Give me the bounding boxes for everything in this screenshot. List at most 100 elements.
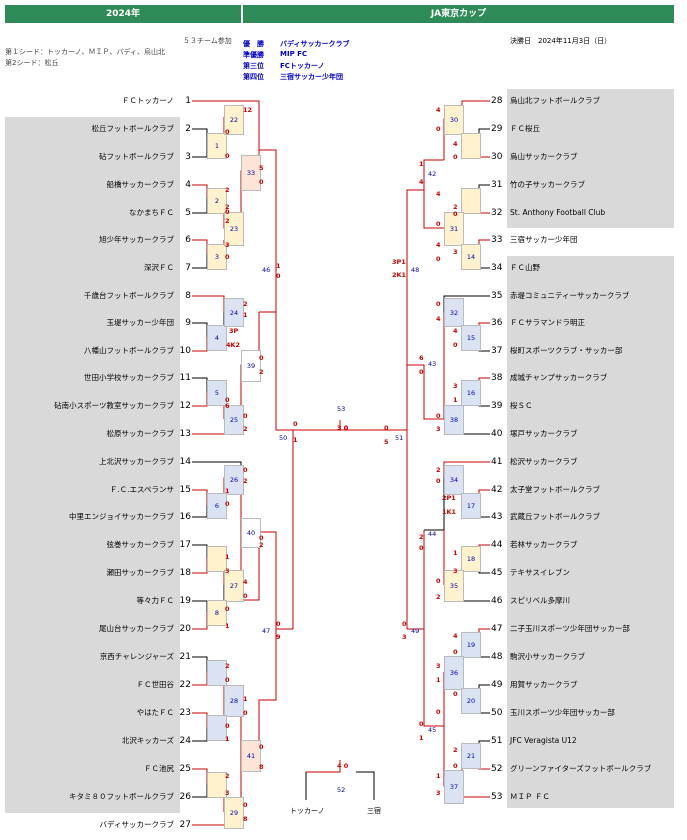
game-box-34: 34 xyxy=(444,465,464,495)
score: 0 xyxy=(436,255,441,263)
score: 3 xyxy=(436,789,441,797)
bracket-line xyxy=(259,531,293,630)
score: 0 xyxy=(453,648,458,656)
left-team-name: 世田小学校サッカークラブ xyxy=(84,373,174,382)
right-team-number: 30 xyxy=(491,152,503,162)
result-rank-1: 優 勝 xyxy=(243,40,264,48)
score: 9 xyxy=(276,633,281,641)
left-team-name: 八幡山フットボールクラブ xyxy=(84,346,174,355)
right-team-name: 烏山北フットボールクラブ xyxy=(510,96,600,105)
score: 6 xyxy=(225,402,230,410)
bracket-line xyxy=(275,268,293,431)
left-team-number: 12 xyxy=(179,401,191,411)
left-team-number: 15 xyxy=(179,485,191,495)
score: 0 xyxy=(225,605,230,613)
score: 0 xyxy=(276,272,281,280)
bracket-line xyxy=(192,612,208,630)
score: 0 xyxy=(453,210,458,218)
right-team-name: 桜町スポーツクラブ・サッカー部 xyxy=(510,346,623,355)
score: 0 xyxy=(225,253,230,261)
right-team-number: 53 xyxy=(491,792,503,802)
game-box-18: 18 xyxy=(461,546,481,572)
game-box-30: 30 xyxy=(444,105,464,135)
right-team-name: 玉川スポーツ少年団サッカー部 xyxy=(510,708,615,717)
game-box-5: 5 xyxy=(207,380,227,406)
right-team-number: 48 xyxy=(491,652,503,662)
right-team-number: 36 xyxy=(491,318,503,328)
game-box-17: 17 xyxy=(461,493,481,519)
score: 1 xyxy=(225,735,230,743)
score: 0 xyxy=(243,709,248,717)
score: 4 xyxy=(436,106,441,114)
right-team-name: 駒沢小サッカークラブ xyxy=(510,652,585,661)
left-team-number: 5 xyxy=(185,208,191,218)
score: 0 xyxy=(419,720,424,728)
game-box-38: 38 xyxy=(444,405,464,435)
right-team-number: 32 xyxy=(491,208,503,218)
right-team-number: 37 xyxy=(491,346,503,356)
game-num-49: 49 xyxy=(411,627,420,635)
right-team-name: 用賀サッカークラブ xyxy=(510,680,578,689)
right-team-number: 35 xyxy=(491,291,503,301)
left-team-name: ＦＣ池尻 xyxy=(144,764,174,773)
bracket-line xyxy=(192,239,208,254)
score: 2 xyxy=(225,203,230,211)
right-team-name: 桜ＳＣ xyxy=(510,401,533,410)
score: 2 xyxy=(453,746,458,754)
score: 0 xyxy=(259,743,264,751)
left-team-name: 砧フットボールクラブ xyxy=(99,152,174,161)
bracket-line xyxy=(192,254,208,269)
right-team-number: 50 xyxy=(491,708,503,718)
score: 4 xyxy=(436,190,441,198)
score: 3P xyxy=(229,327,239,335)
game-box-3: 3 xyxy=(207,244,227,270)
right-team-name: グリーンファイターズフットボールクラブ xyxy=(510,764,652,773)
score: 2 xyxy=(225,186,230,194)
left-team-name: キタミ８０フットボールクラブ xyxy=(69,792,174,801)
game-box-10 xyxy=(207,715,227,741)
left-team-number: 6 xyxy=(185,235,191,245)
bracket-line xyxy=(192,377,208,392)
score: 2 xyxy=(243,477,248,485)
score: 3 xyxy=(453,248,458,256)
right-team-number: 41 xyxy=(491,457,503,467)
right-team-number: 39 xyxy=(491,401,503,411)
score: 3 xyxy=(436,425,441,433)
score: 4 xyxy=(436,241,441,249)
score: 1 xyxy=(436,772,441,780)
right-team-number: 38 xyxy=(491,373,503,383)
game-box-6: 6 xyxy=(207,493,227,519)
score: 0 xyxy=(259,354,264,362)
right-team-number: 51 xyxy=(491,736,503,746)
left-team-number: 11 xyxy=(179,373,191,383)
score: 0 xyxy=(453,153,458,161)
year-header: 2024年 xyxy=(5,5,241,23)
score: 2 xyxy=(436,466,441,474)
game-box-16: 16 xyxy=(461,380,481,406)
score: 5 xyxy=(259,164,264,172)
left-team-number: 24 xyxy=(179,736,191,746)
left-team-number: 2 xyxy=(185,124,191,134)
score: 4K2 xyxy=(226,341,241,349)
game-num-50: 50 xyxy=(279,434,288,442)
right-team-number: 44 xyxy=(491,540,503,550)
game-box-33: 33 xyxy=(241,155,261,191)
bracket-line xyxy=(192,505,208,518)
game-num-45: 45 xyxy=(428,726,437,734)
left-team-name: 松丘フットボールクラブ xyxy=(91,124,175,133)
score: 0 xyxy=(453,690,458,698)
right-team-name: 若林サッカークラブ xyxy=(510,540,578,549)
left-team-name: 玉堤サッカー少年団 xyxy=(106,318,175,327)
game-box-37: 37 xyxy=(444,770,464,804)
seed-note-2: 第2シード：松丘 xyxy=(5,59,59,67)
score: 0 xyxy=(243,801,248,809)
result-rank-4: 第四位 xyxy=(243,73,264,81)
score: 2 xyxy=(225,217,230,225)
score: 2 xyxy=(259,541,264,549)
bracket-line xyxy=(390,268,408,431)
final-date: 決勝日 2024年11月3日（日） xyxy=(510,37,612,45)
game-box-25: 25 xyxy=(224,405,244,435)
right-team-name: 烏山サッカークラブ xyxy=(510,152,578,161)
right-team-name: 塚戸サッカークラブ xyxy=(510,429,578,438)
right-team-number: 42 xyxy=(491,485,503,495)
